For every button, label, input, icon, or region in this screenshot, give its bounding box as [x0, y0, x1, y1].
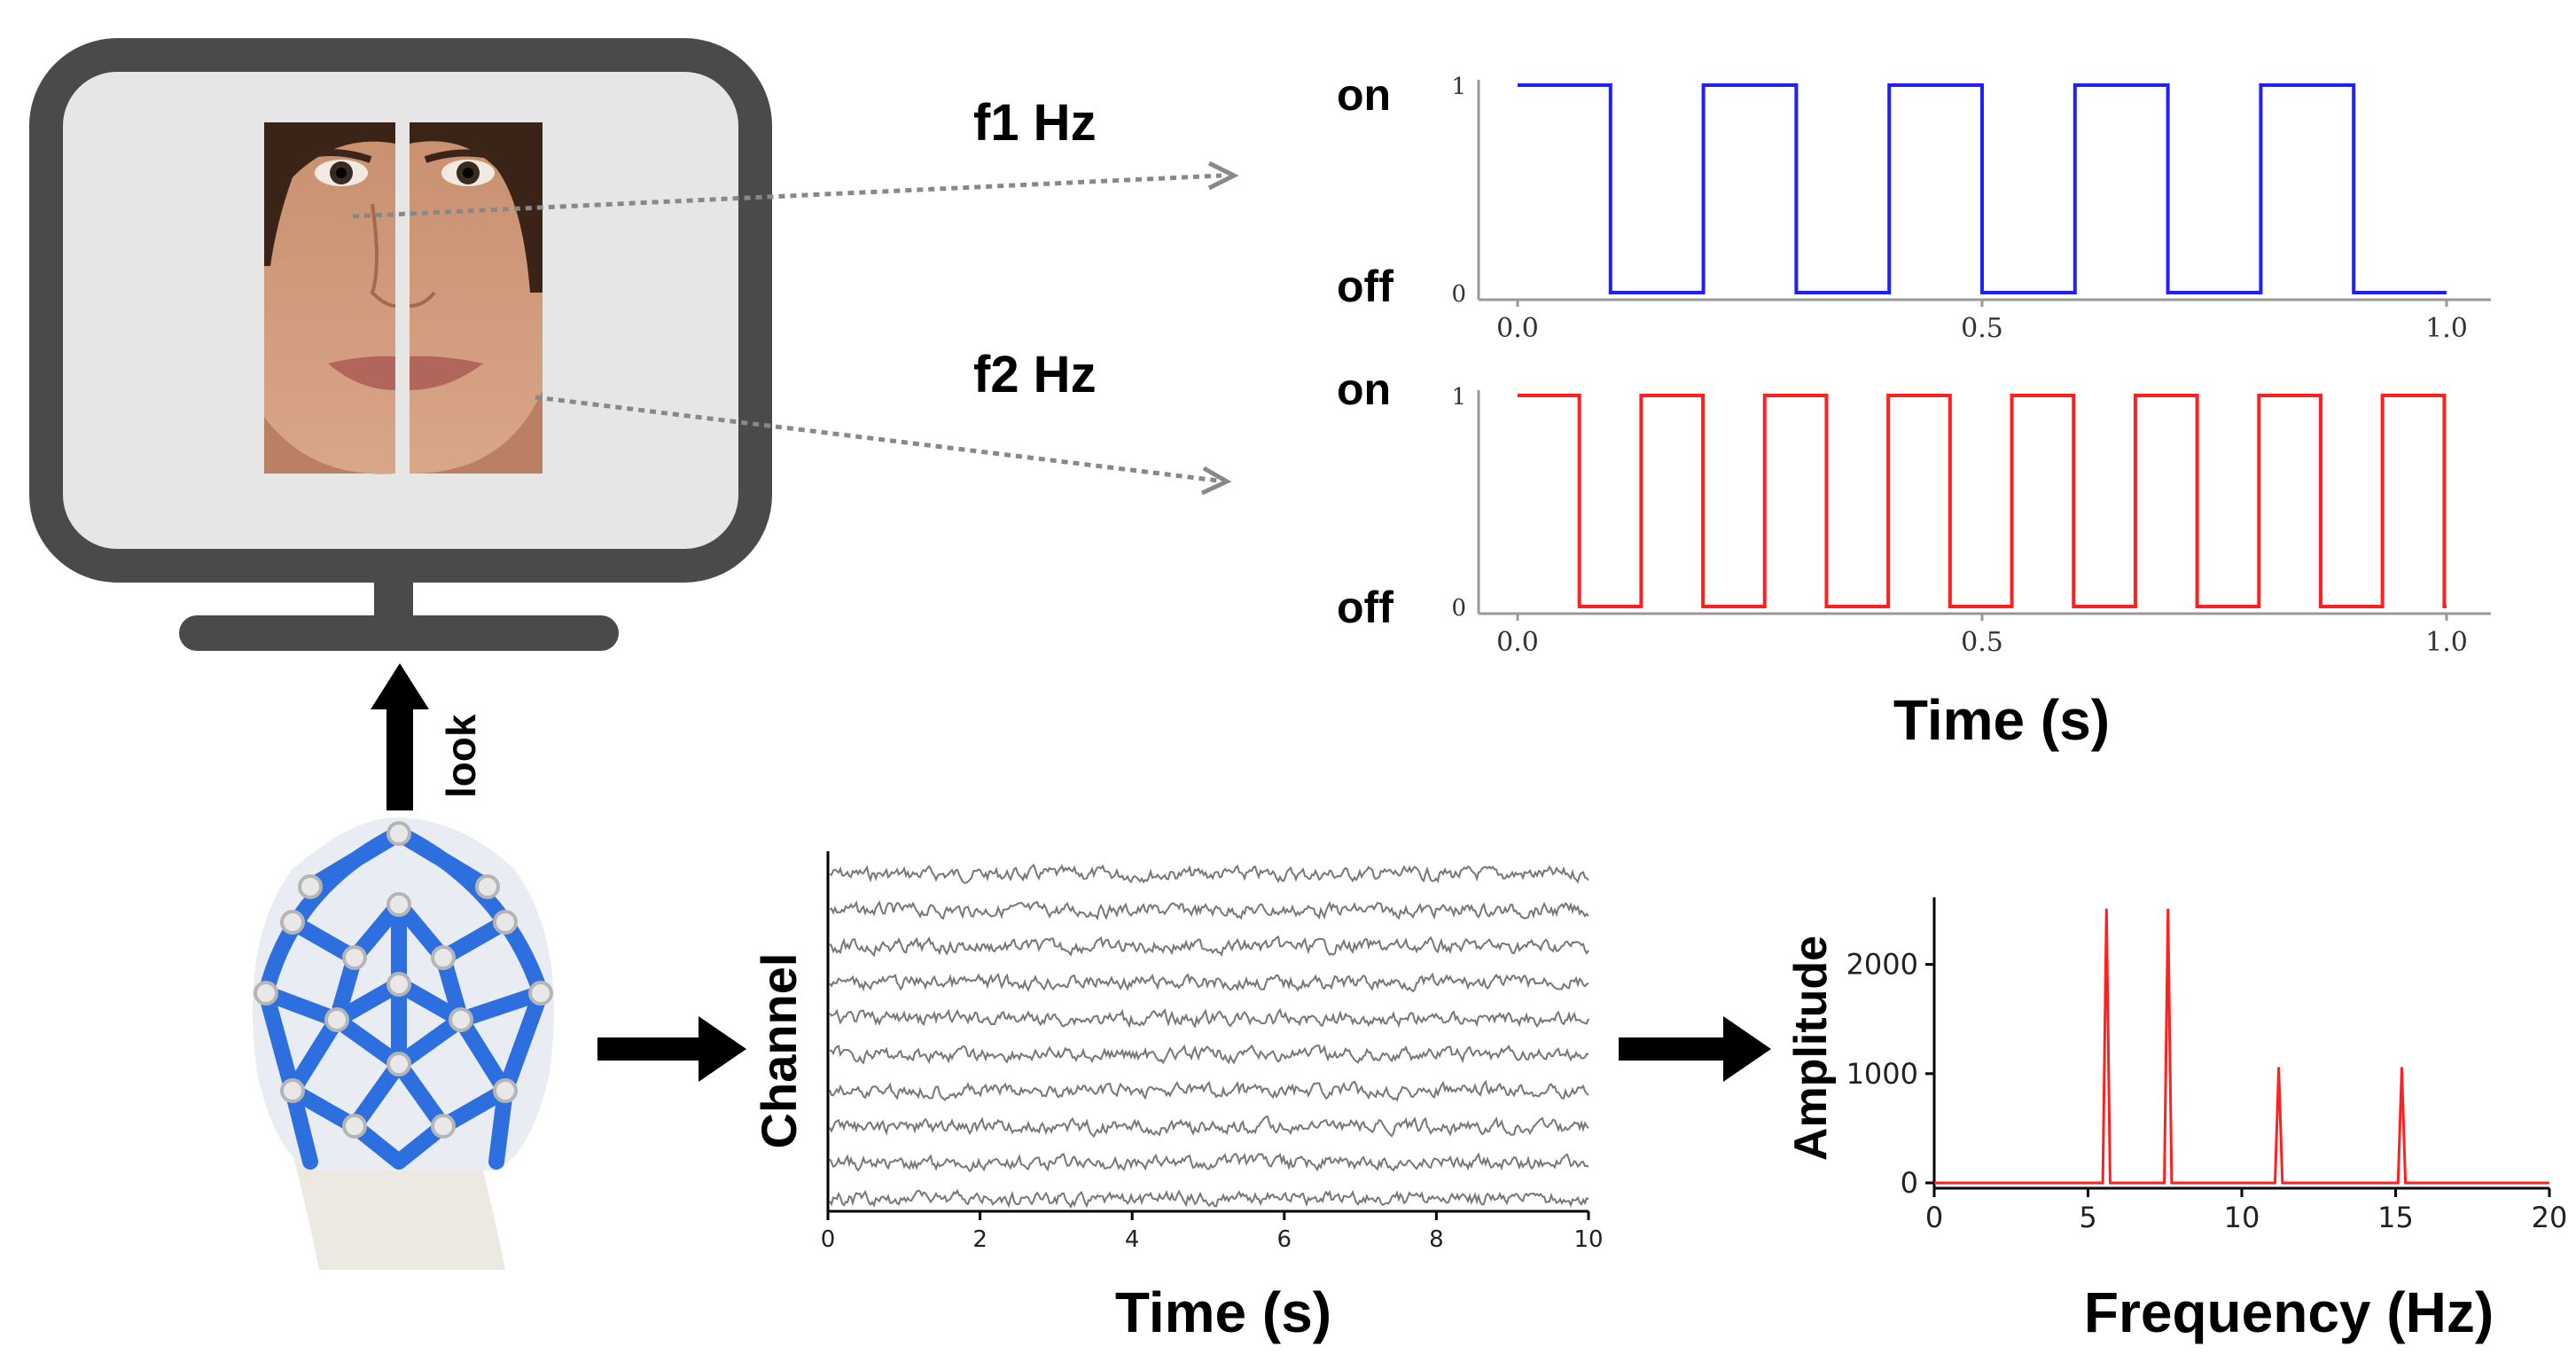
wave2-on-label: on — [1337, 364, 1391, 414]
eeg-channel-trace — [829, 972, 1589, 993]
eeg-ylabel: Channel — [751, 953, 807, 1149]
x-tick-label: 0.0 — [1496, 627, 1539, 658]
spectrum-peak — [2104, 908, 2108, 912]
x-tick-label: 8 — [1429, 1226, 1444, 1253]
up-arrow-icon — [371, 663, 429, 810]
spectrum-peak — [2166, 908, 2170, 912]
y-tick-label: 1 — [1451, 384, 1466, 411]
square-wave-chart-f1: 0 1 0.0 0.5 1.0 — [1451, 74, 2491, 344]
eeg-cap-icon — [253, 817, 554, 1270]
dotted-arrow-f2 — [535, 395, 1232, 496]
face-right-half — [409, 122, 543, 474]
spectrum-ylabel: Amplitude — [1785, 936, 1837, 1161]
square-wave-line — [1518, 394, 2447, 608]
x-tick-label: 0.5 — [1961, 627, 2003, 658]
eeg-channel-trace — [829, 1044, 1589, 1065]
face-left-half — [264, 122, 396, 474]
y-tick-label: 2000 — [1846, 948, 1918, 982]
eeg-xlabel: Time (s) — [1115, 1280, 1331, 1344]
x-tick-label: 2 — [972, 1226, 987, 1253]
x-tick-label: 20 — [2532, 1201, 2568, 1234]
x-tick-label: 1.0 — [2425, 627, 2468, 658]
face-stimulus — [264, 122, 543, 474]
square-wave-line — [1518, 83, 2447, 294]
x-tick-label: 0.0 — [1496, 313, 1539, 344]
x-tick-label: 15 — [2377, 1201, 2414, 1234]
wave1-on-label: on — [1337, 70, 1391, 120]
x-tick-label: 10 — [1573, 1226, 1603, 1253]
eeg-channel-trace — [829, 935, 1589, 958]
f2-label: f2 Hz — [973, 346, 1097, 403]
dotted-arrow-f1 — [352, 160, 1239, 219]
right-arrow-icon-1 — [597, 1016, 746, 1082]
eeg-channel-trace — [829, 1188, 1589, 1210]
look-label: look — [438, 714, 484, 798]
y-tick-label: 1 — [1451, 74, 1466, 100]
eeg-channel-trace — [829, 1152, 1589, 1173]
right-arrow-icon-2 — [1619, 1016, 1771, 1082]
wave1-off-label: off — [1337, 262, 1393, 311]
x-tick-label: 10 — [2224, 1201, 2260, 1234]
y-tick-label: 0 — [1451, 281, 1466, 308]
square-wave-chart-f2: 0 1 0.0 0.5 1.0 — [1451, 384, 2491, 658]
x-tick-label: 5 — [2079, 1201, 2096, 1234]
y-tick-label: 0 — [1451, 595, 1466, 622]
y-tick-label: 0 — [1901, 1166, 1918, 1200]
eeg-channel-trace — [829, 1079, 1589, 1102]
x-tick-label: 0 — [1925, 1201, 1943, 1234]
f1-label: f1 Hz — [973, 94, 1097, 152]
monitor-icon — [29, 38, 772, 651]
y-tick-label: 1000 — [1846, 1057, 1918, 1091]
x-tick-label: 4 — [1125, 1226, 1140, 1253]
spectrum-peak — [2400, 1067, 2403, 1070]
eeg-channel-trace — [829, 863, 1589, 884]
eeg-traces-chart: 0 2 4 6 8 10 — [821, 851, 1604, 1253]
waves-xlabel: Time (s) — [1893, 688, 2110, 752]
wave2-off-label: off — [1337, 583, 1393, 632]
x-tick-label: 1.0 — [2425, 313, 2468, 344]
spectrum-line — [1934, 909, 2549, 1185]
spectrum-chart: 0 5 10 15 20 0 1000 2000 — [1846, 897, 2568, 1234]
spectrum-peak — [2277, 1067, 2281, 1070]
spectrum-xlabel: Frequency (Hz) — [2084, 1280, 2494, 1344]
eeg-channel-trace — [829, 900, 1589, 921]
x-tick-label: 6 — [1277, 1226, 1292, 1253]
x-tick-label: 0 — [821, 1226, 836, 1253]
x-tick-label: 0.5 — [1961, 313, 2003, 344]
eeg-channel-trace — [829, 1115, 1589, 1139]
eeg-channel-trace — [829, 1007, 1589, 1029]
